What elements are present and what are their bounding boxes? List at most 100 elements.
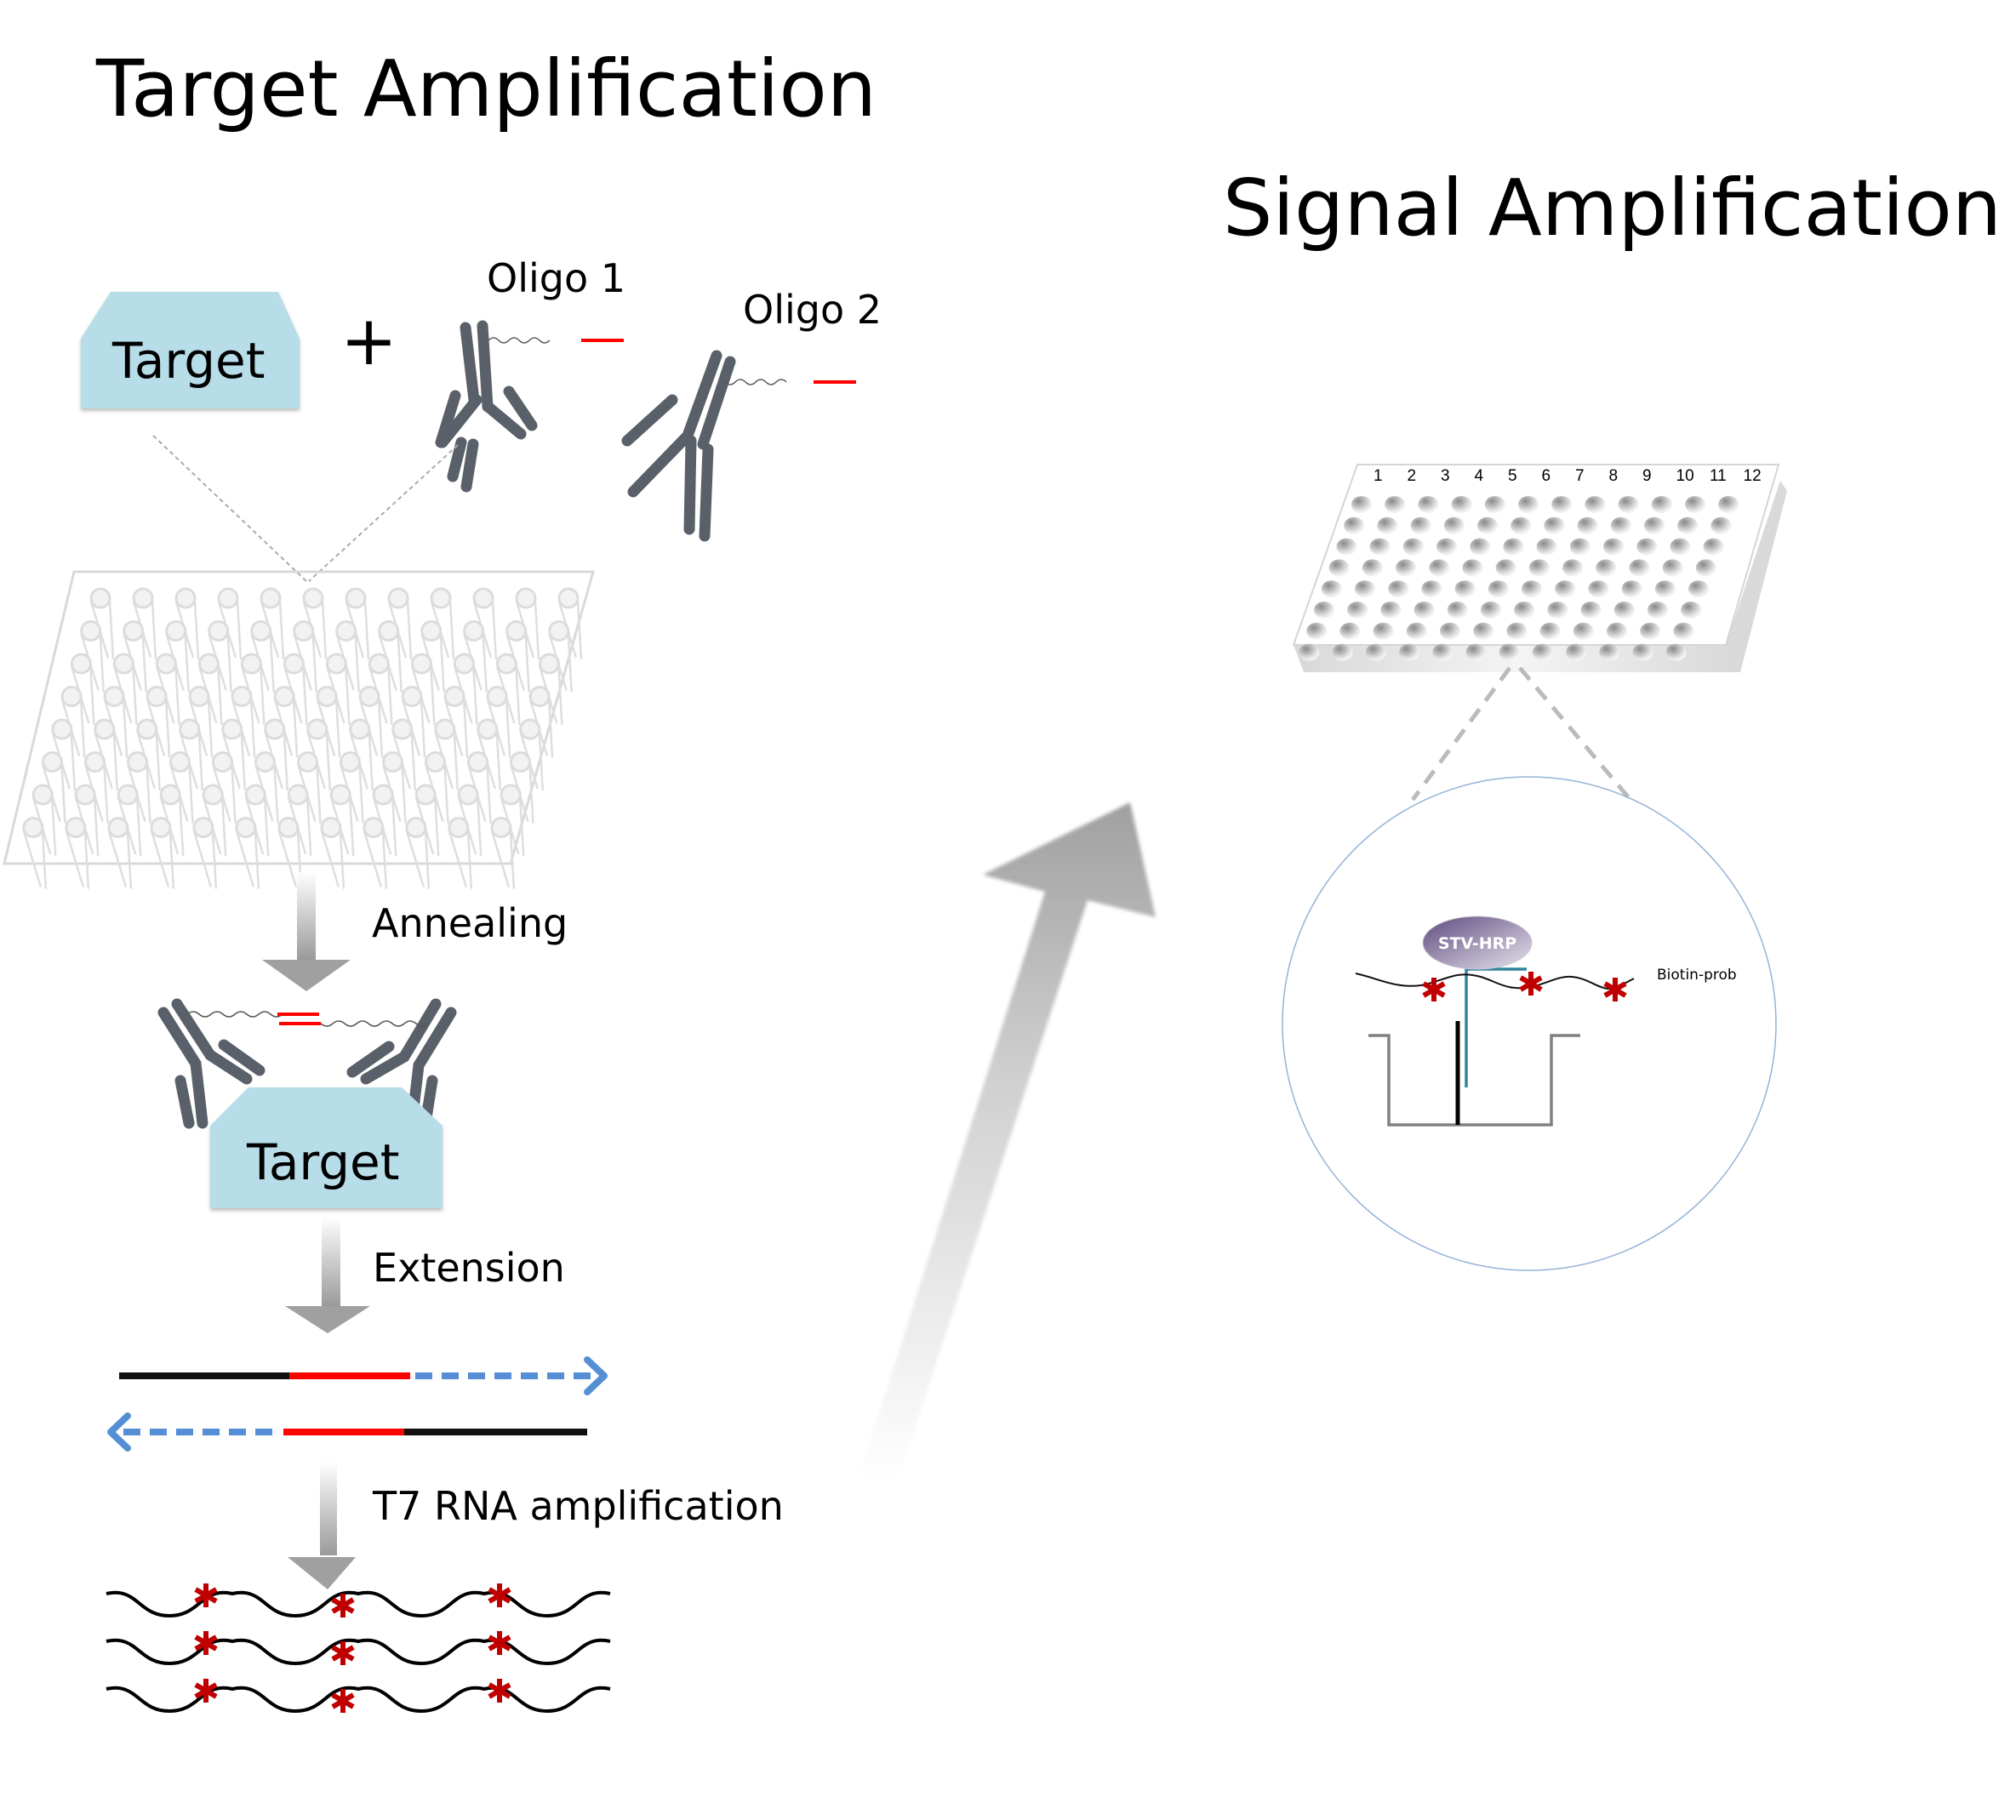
plate-well [1670,538,1691,556]
pcr-tube [519,718,545,791]
inset-connector [1410,666,1512,802]
annealed-antibody-left-icon [157,998,266,1129]
plate-well [1314,602,1334,619]
plate-column-number: 6 [1542,467,1551,485]
plate-well [1351,496,1372,513]
pcr-tube [306,718,332,791]
plate-well [1321,580,1342,598]
target-shape [81,292,300,408]
plate-well [1332,643,1353,661]
pcr-tube [477,718,502,791]
plate-well [1413,602,1435,619]
biotin-probe-strand [1355,973,1635,990]
plate-well [1454,580,1476,598]
pcr-tube [420,620,445,693]
pcr-tube [448,817,473,889]
oligo1-antibody-icon [435,320,538,493]
pcr-tube [74,784,100,857]
plate-well [1436,538,1457,556]
plate-column-number: 11 [1710,467,1727,485]
plate-well [1380,602,1402,619]
pcr-tube [283,653,308,726]
pcr-tube [297,751,322,824]
plate-well [1481,602,1501,619]
target-amplification-title: Target Amplification [95,43,877,134]
pcr-tube [320,817,346,889]
plate-well [1640,622,1661,640]
pcr-tube [401,686,426,758]
pcr-tube [250,620,275,693]
biotin-asterisk-icon [331,1594,355,1617]
plate-well [1362,559,1383,577]
pcr-tube [302,587,328,660]
arrow-right-icon [584,1356,608,1395]
plate-well [1514,602,1535,619]
plate-well [1499,643,1520,661]
plate-column-number: 7 [1575,467,1585,485]
plate-column-number: 1 [1374,467,1383,485]
plate-well [1681,602,1702,619]
plate-well [1710,516,1732,534]
plate-well [1388,580,1409,598]
pcr-tube [349,718,374,791]
plate-well [1506,622,1528,640]
pcr-tube [155,653,180,726]
plate-well [1373,622,1394,640]
rna-strand [106,1686,611,1714]
inset-connector [1518,666,1632,802]
extension-arrow-icon [285,1217,370,1333]
pcr-tube [425,751,449,824]
pcr-tube [208,620,232,693]
pcr-tube [490,817,516,889]
pcr-tube [467,751,492,824]
stv-hrp-enzyme [1422,916,1533,970]
pcr-tube [51,718,77,791]
plate-well [1306,622,1328,640]
plate-well [1418,496,1439,513]
plate-well [1355,580,1375,598]
plate-well [1365,643,1386,661]
plate-well [1588,580,1609,598]
pcr-tube [329,784,355,857]
pcr-tube [548,620,573,693]
plate-well [1410,516,1431,534]
plate-well [1347,602,1368,619]
plate-well [1344,516,1365,534]
plate-column-number: 4 [1475,467,1484,485]
pcr-tube [132,587,157,660]
stv-hrp-label: STV-HRP [1438,934,1516,953]
plate-well [1406,622,1427,640]
t7-arrow-icon [288,1462,356,1589]
plate-well [1377,516,1398,534]
annealing-arrow-icon [262,872,351,991]
plate-well [1566,643,1586,661]
pcr-tube [231,686,256,758]
plate-well [1547,602,1568,619]
pcr-tube [434,718,460,791]
plate-well [1369,538,1391,556]
plate-well [1551,496,1573,513]
biotin-asterisk-icon [331,1641,355,1665]
plate-well [1648,602,1668,619]
biotin-asterisk-icon [1603,978,1627,1001]
plate-column-number: 10 [1676,467,1694,485]
plate-well [1629,559,1650,577]
plate-well [1532,643,1553,661]
plate-well [1470,538,1491,556]
pcr-tube [264,718,289,791]
plate-well [1396,559,1416,577]
biotin-asterisk-icon [488,1679,511,1703]
extended-strand-reverse [107,1412,587,1452]
pcr-tube [340,751,364,824]
pcr-tube [22,817,48,889]
plate-well [1596,559,1617,577]
biotin-stars [1422,972,1627,1001]
plate-well [1447,602,1468,619]
plate-well [1484,496,1505,513]
biotin-asterisk-icon [194,1631,218,1655]
plate-column-number: 12 [1744,467,1762,485]
biotin-asterisk-icon [331,1689,355,1713]
pcr-tube [382,751,407,824]
